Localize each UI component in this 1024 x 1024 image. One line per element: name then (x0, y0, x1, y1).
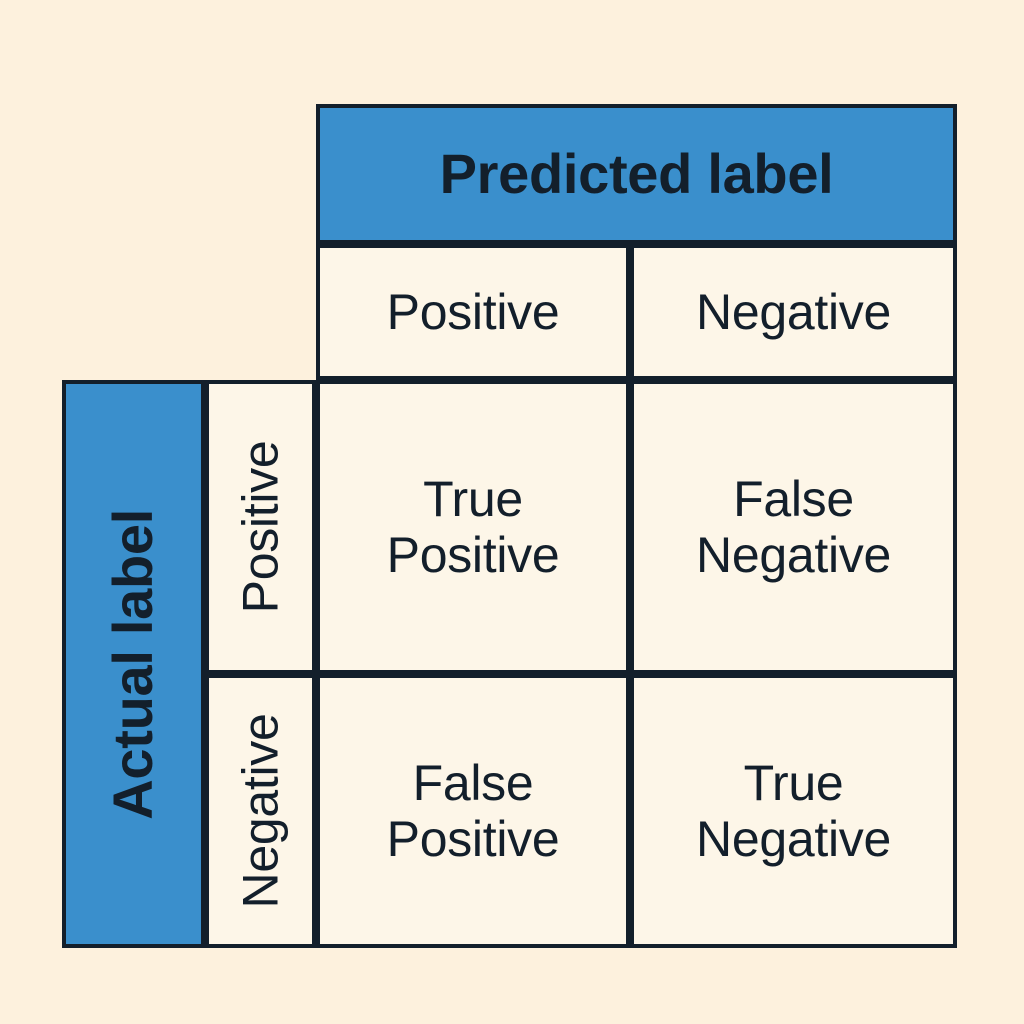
cell-false-positive-line1: False (412, 755, 534, 811)
cell-true-negative-line2: Negative (696, 811, 891, 867)
cell-false-positive-line2: Positive (386, 811, 560, 867)
cell-true-negative-line1: True (743, 755, 844, 811)
predicted-label-text: Predicted label (439, 141, 834, 205)
cell-false-positive: False Positive (316, 674, 630, 948)
cell-true-positive-line1: True (423, 471, 523, 527)
cell-false-negative-line2: Negative (696, 527, 891, 583)
cell-false-negative-line1: False (733, 471, 854, 527)
row-header-negative-label: Negative (232, 713, 289, 909)
predicted-label-banner: Predicted label (316, 104, 957, 244)
cell-true-positive: True Positive (316, 380, 630, 674)
row-header-negative: Negative (205, 674, 316, 948)
row-header-positive: Positive (205, 380, 316, 674)
column-header-positive-label: Positive (386, 284, 560, 340)
cell-true-positive-line2: Positive (386, 527, 560, 583)
column-header-positive: Positive (316, 244, 630, 380)
column-header-negative: Negative (630, 244, 957, 380)
row-header-positive-label: Positive (232, 440, 289, 614)
actual-label-banner: Actual label (62, 380, 205, 948)
cell-true-negative: True Negative (630, 674, 957, 948)
cell-false-negative: False Negative (630, 380, 957, 674)
column-header-negative-label: Negative (696, 284, 891, 340)
actual-label-text: Actual label (101, 508, 165, 820)
